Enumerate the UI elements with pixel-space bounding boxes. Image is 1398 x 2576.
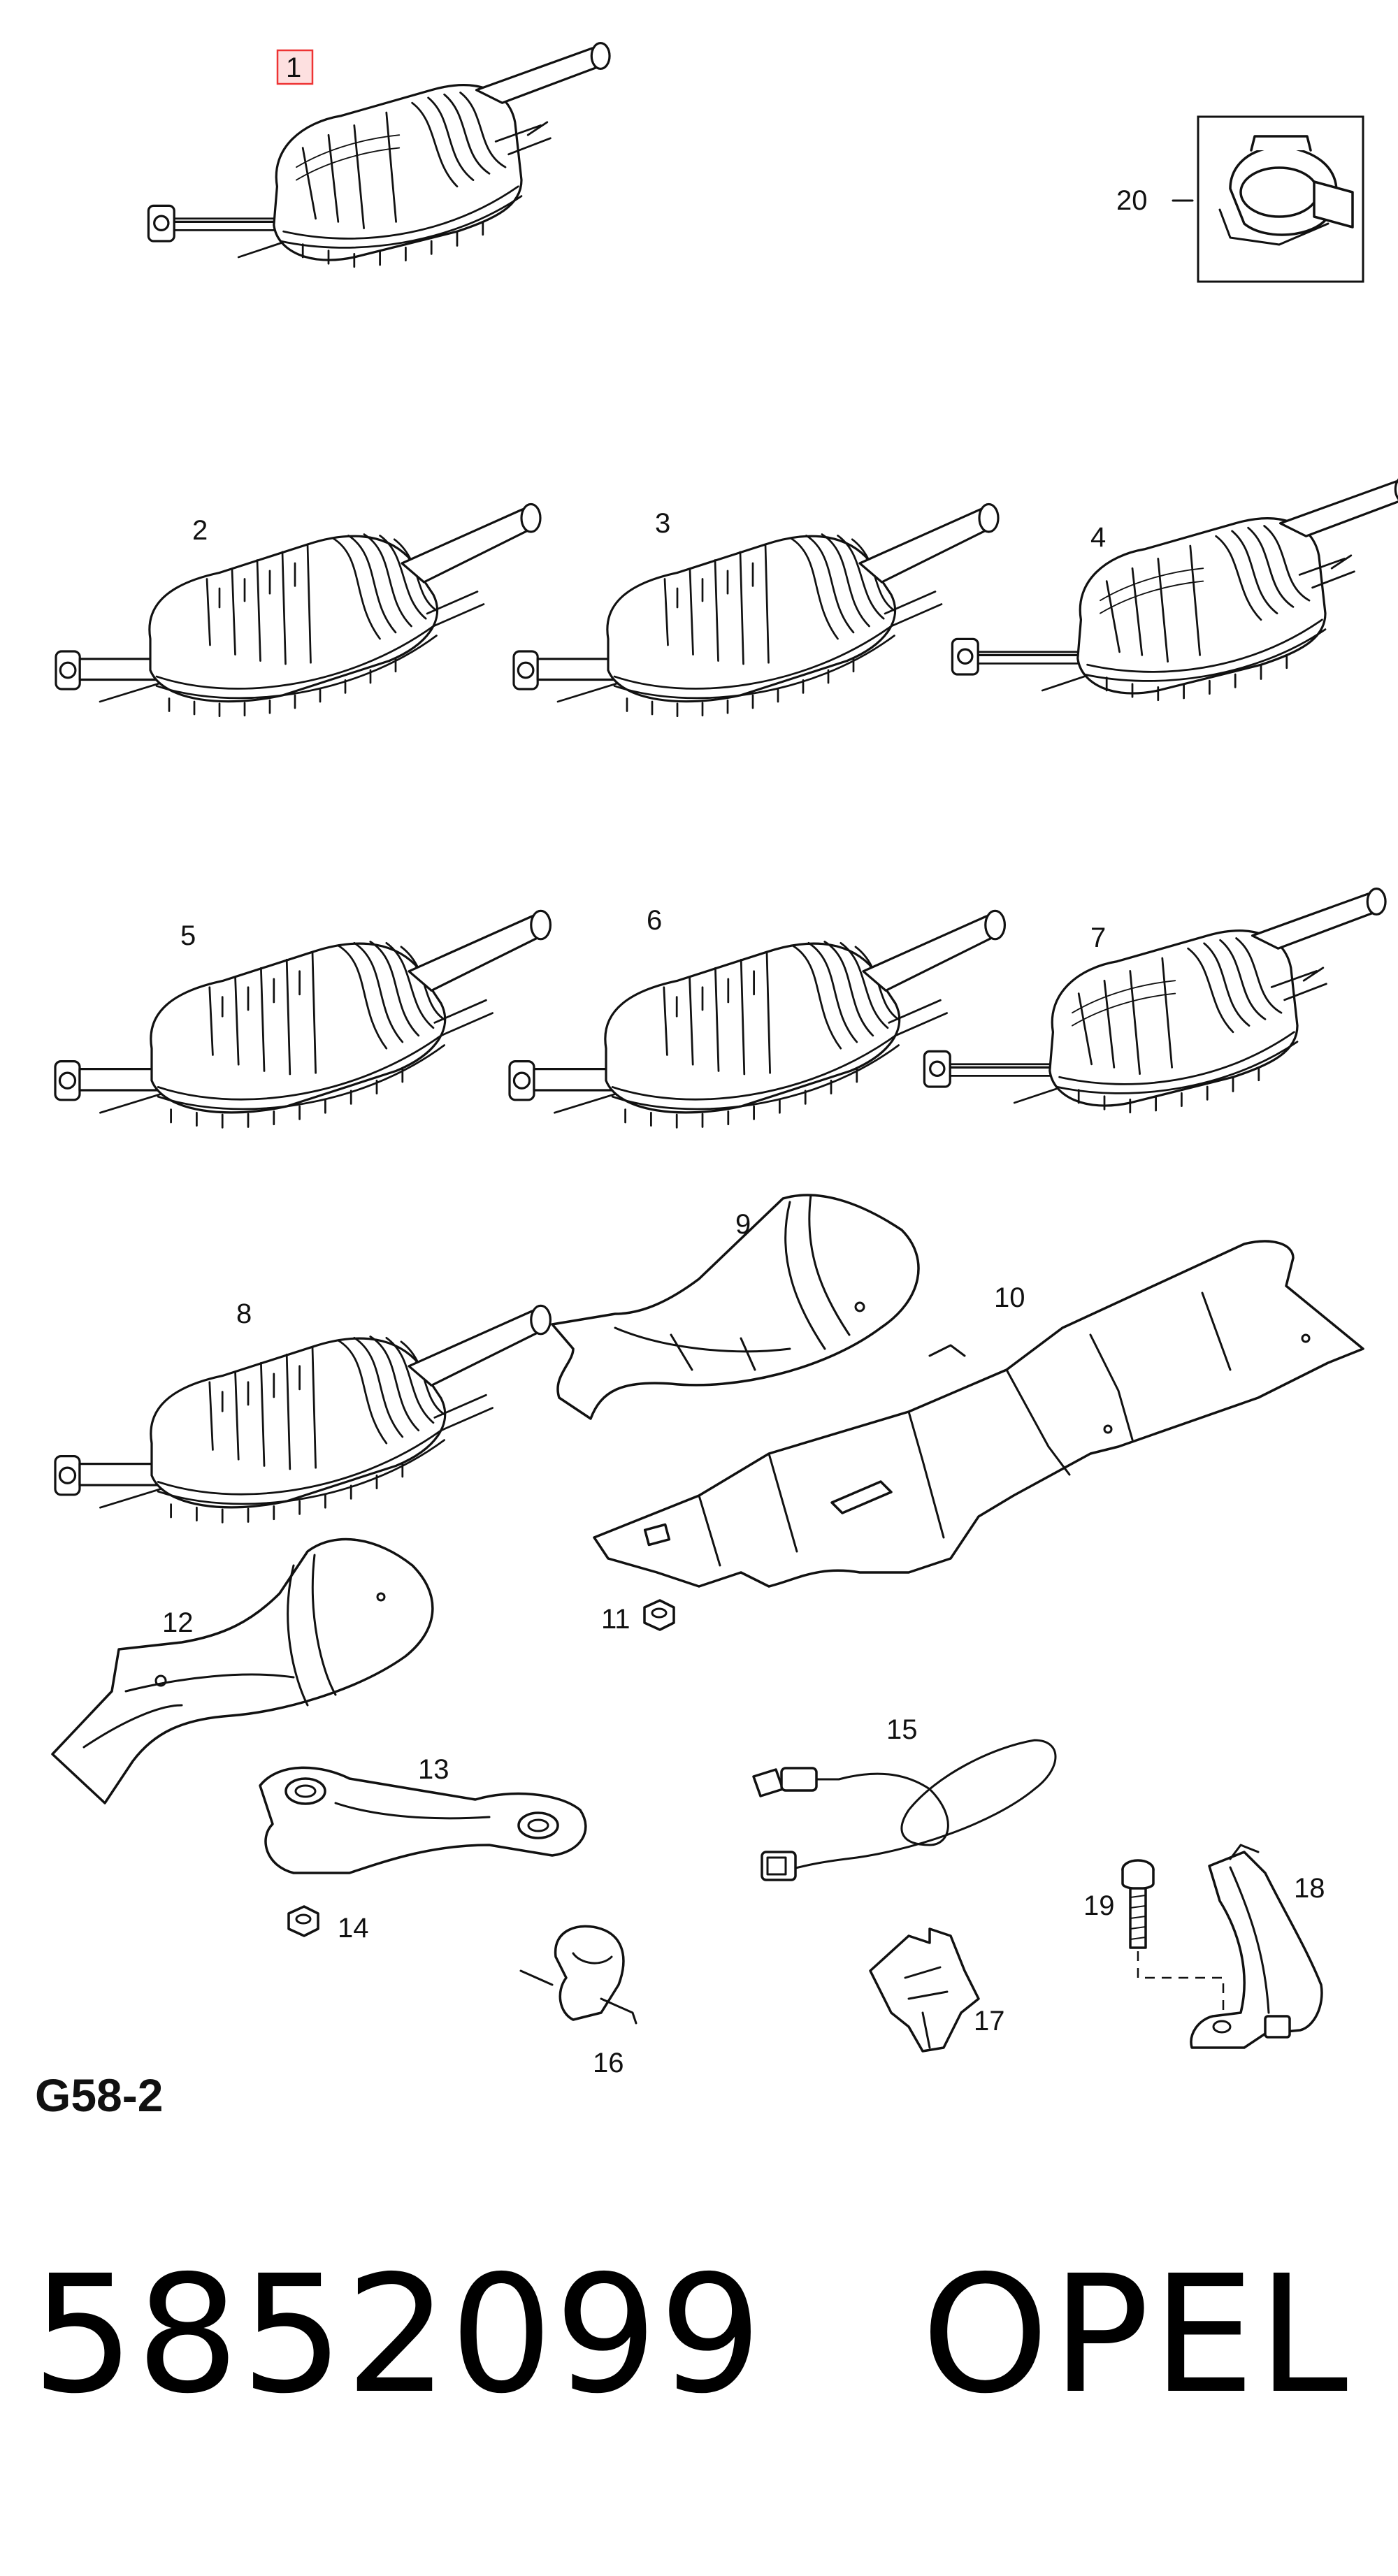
part-number: 5852099 <box>31 2241 764 2429</box>
callout-2[interactable]: 2 <box>192 515 208 546</box>
part-13-bracket[interactable]: 13 <box>259 1754 587 1874</box>
callout-3[interactable]: 3 <box>655 508 670 539</box>
callout-4[interactable]: 4 <box>1090 522 1106 553</box>
callout-1[interactable]: 1 <box>286 52 301 83</box>
part-14-nut[interactable]: 14 <box>287 1905 369 1944</box>
part-19-bolt[interactable]: 19 <box>1083 1859 1225 2013</box>
callout-13[interactable]: 13 <box>418 1754 449 1785</box>
callout-17[interactable]: 17 <box>974 2006 1005 2036</box>
part-18-bracket[interactable]: 18 <box>1190 1844 1325 2049</box>
callout-19[interactable]: 19 <box>1083 1890 1115 1921</box>
part-8-rear-silencer[interactable]: 8 <box>54 1298 552 1524</box>
part-11-nut[interactable]: 11 <box>601 1599 675 1635</box>
diagram-code: G58-2 <box>35 2069 164 2121</box>
part-20-frame <box>1197 115 1364 283</box>
callout-12[interactable]: 12 <box>162 1607 194 1638</box>
callout-7[interactable]: 7 <box>1090 922 1106 953</box>
part-15-oxygen-sensor[interactable]: 15 <box>752 1714 1057 1881</box>
callout-6[interactable]: 6 <box>647 905 662 936</box>
part-10-heat-shield[interactable]: 10 <box>593 1240 1364 1588</box>
part-3-rear-silencer[interactable]: 3 <box>512 502 1000 718</box>
part-1-rear-silencer[interactable]: 1 <box>147 42 611 268</box>
callout-11[interactable]: 11 <box>601 1604 630 1635</box>
callout-15[interactable]: 15 <box>886 1714 918 1745</box>
callout-5[interactable]: 5 <box>180 920 196 951</box>
part-2-rear-silencer[interactable]: 2 <box>55 502 542 718</box>
part-12-heat-shield[interactable]: 12 <box>51 1537 434 1804</box>
part-20-clamp[interactable]: 20 <box>1116 115 1364 283</box>
part-4-rear-silencer[interactable]: 4 <box>951 475 1398 702</box>
part-17-clip[interactable]: 17 <box>869 1927 1005 2053</box>
callout-9[interactable]: 9 <box>735 1209 751 1240</box>
callout-14[interactable]: 14 <box>338 1913 369 1944</box>
part-9-heat-shield[interactable]: 9 <box>551 1194 920 1420</box>
part-5-rear-silencer[interactable]: 5 <box>54 909 552 1129</box>
callout-10[interactable]: 10 <box>994 1282 1025 1313</box>
callout-16[interactable]: 16 <box>593 2048 624 2078</box>
brand-name: OPEL <box>921 2241 1351 2429</box>
callout-8[interactable]: 8 <box>236 1298 252 1329</box>
part-7-rear-silencer[interactable]: 7 <box>923 888 1387 1114</box>
part-6-rear-silencer[interactable]: 6 <box>508 905 1007 1129</box>
callout-18[interactable]: 18 <box>1294 1873 1325 1904</box>
part-1-highlight <box>276 49 314 85</box>
part-16-clip[interactable]: 16 <box>519 1925 637 2078</box>
callout-20[interactable]: 20 <box>1116 185 1148 216</box>
